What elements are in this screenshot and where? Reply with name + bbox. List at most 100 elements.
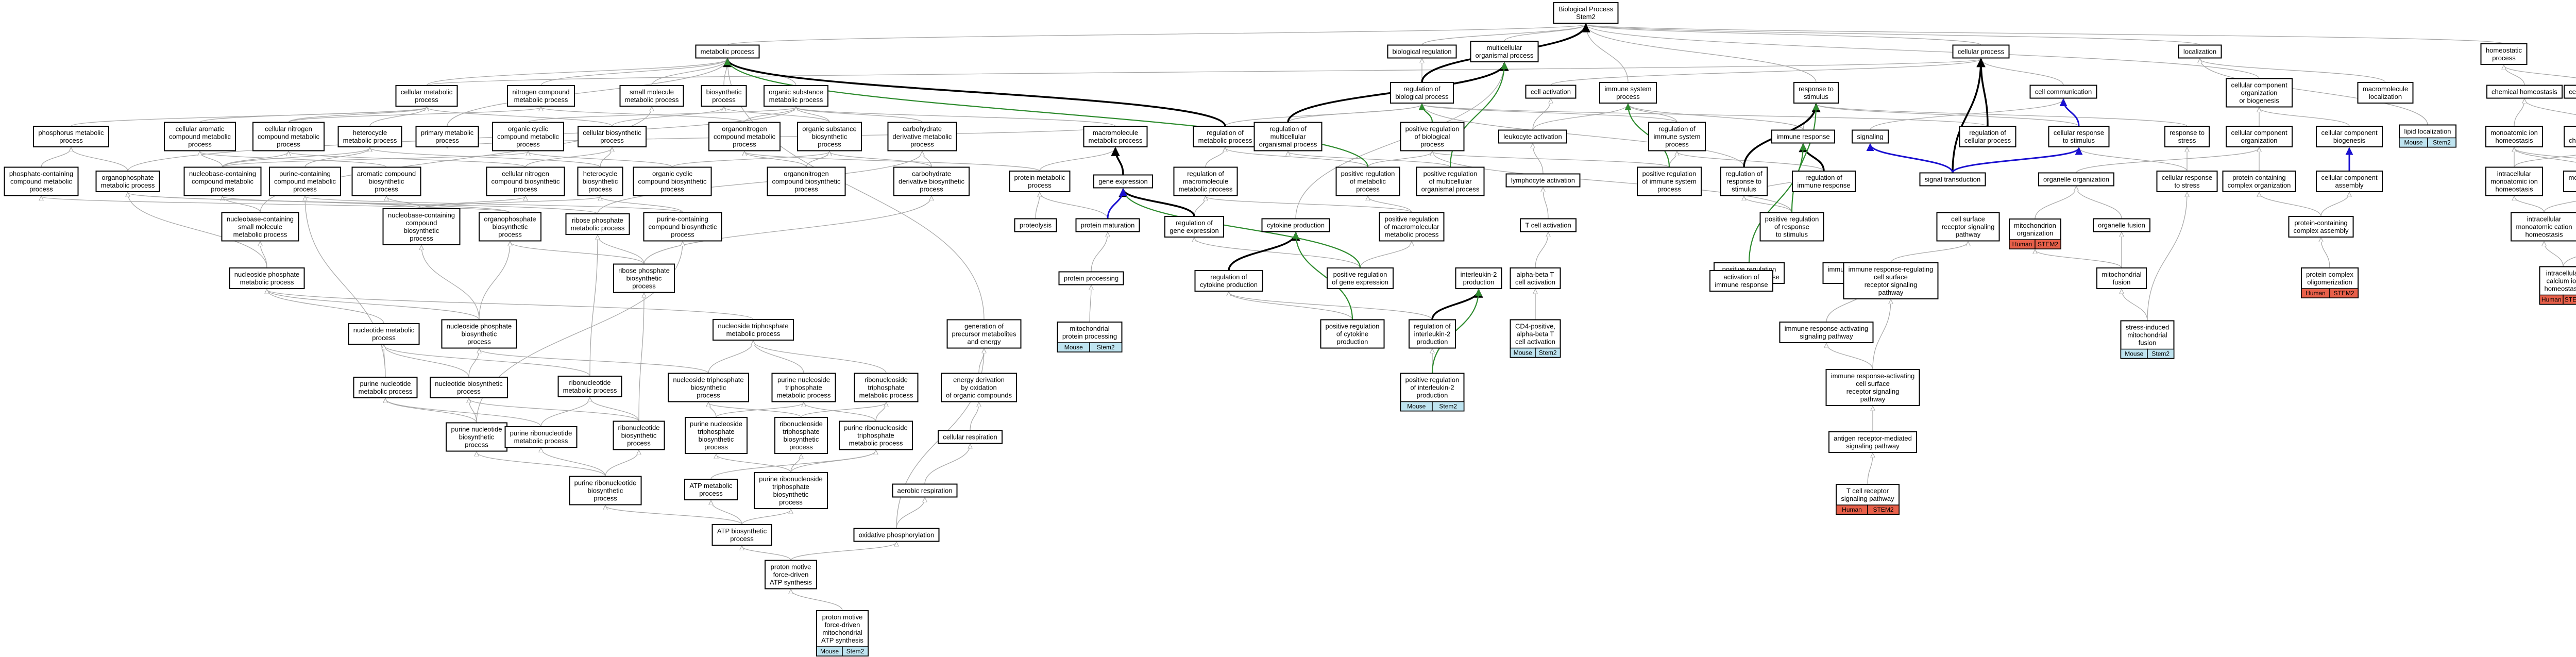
go-term-node[interactable]: cytokine production [1261, 218, 1330, 232]
go-term-node[interactable]: organelle organization [2038, 172, 2114, 187]
go-term-node[interactable]: aerobic respiration [892, 483, 958, 498]
go-term-node[interactable]: cellular homeostasis [2564, 85, 2576, 99]
go-term-node[interactable]: signal transduction [1919, 172, 1986, 187]
go-term-node[interactable]: lymphocyte activation [1505, 173, 1581, 188]
go-term-node[interactable]: cell activation [1525, 85, 1577, 99]
go-term-node[interactable]: protein maturation [1075, 218, 1140, 232]
go-term-node[interactable]: gene expression [1093, 174, 1153, 189]
go-term-node[interactable]: protein processing [1058, 271, 1124, 285]
go-term-node[interactable]: intracellularcalcium ionhomeostasisHuman… [2539, 266, 2576, 305]
go-term-node[interactable]: intracellularchemical homeostasis [2564, 126, 2576, 147]
go-term-node[interactable]: cell communication [2029, 85, 2097, 99]
go-term-node[interactable]: chemical homeostasis [2486, 85, 2563, 99]
go-term-node[interactable]: organelle fusion [2093, 218, 2150, 232]
go-term-node[interactable]: leukocyte activation [1498, 129, 1567, 144]
go-term-node[interactable]: signaling [1852, 129, 1889, 144]
go-term-node[interactable]: cellular respiration [938, 430, 1003, 444]
go-term-node[interactable]: biological regulation [1387, 44, 1457, 59]
go-term-node[interactable]: proteolysis [1014, 218, 1057, 232]
go-term-node[interactable]: metabolic process [695, 44, 760, 59]
go-term-node[interactable]: cellular process [1952, 44, 2010, 59]
